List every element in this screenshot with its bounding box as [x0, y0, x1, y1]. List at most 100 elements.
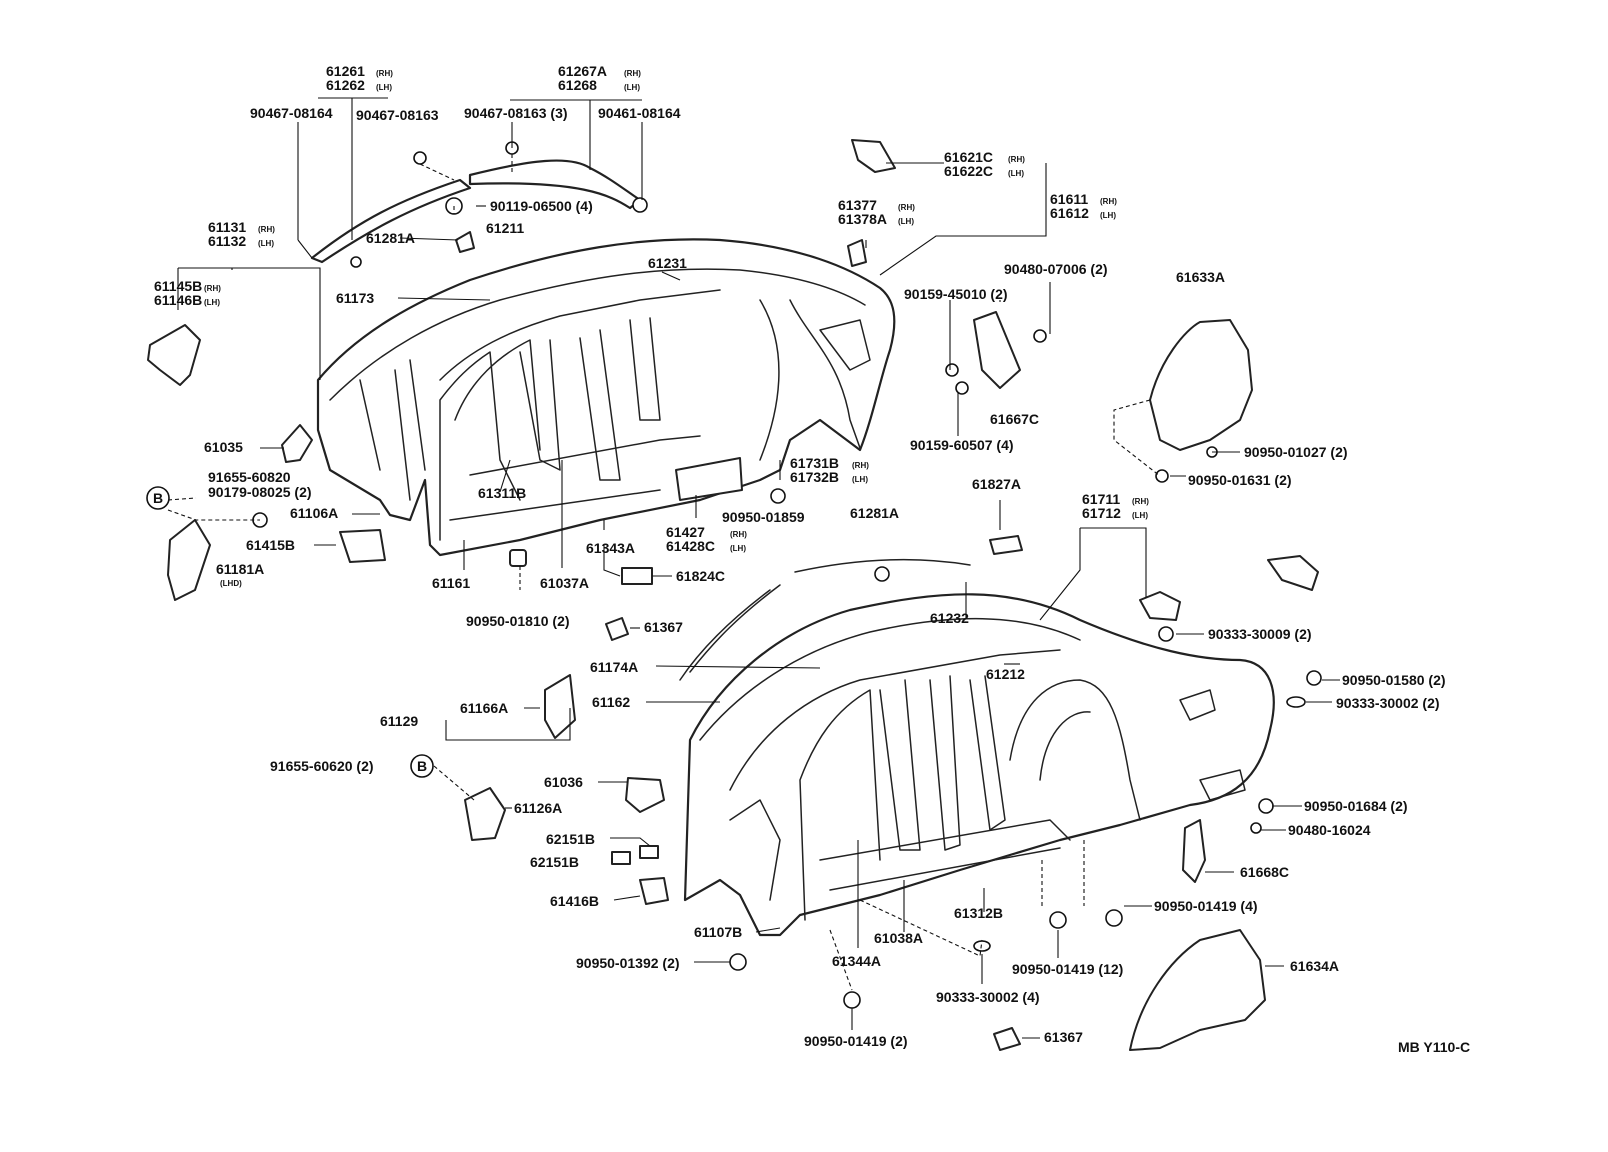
label-90333-30009: 90333-30009 (2)	[1208, 626, 1312, 642]
label-61232: 61232	[930, 610, 969, 626]
label-90467-08163: 90467-08163	[356, 107, 439, 123]
label-61261: 61261	[326, 63, 365, 79]
side-rh: (RH)	[730, 530, 747, 539]
side-rh: (RH)	[258, 225, 275, 234]
label-61367-bottom: 61367	[1044, 1029, 1083, 1045]
label-61162: 61162	[592, 694, 630, 710]
label-61267A: 61267A	[558, 63, 607, 79]
label-61145B: 61145B	[154, 278, 202, 294]
side-rh: (RH)	[1132, 497, 1149, 506]
label-61711: 61711	[1082, 491, 1120, 507]
ref-b-letter: B	[417, 758, 427, 774]
ref-circle-b-top: B	[146, 486, 170, 510]
label-61428C: 61428C	[666, 538, 715, 554]
label-90950-01580: 90950-01580 (2)	[1342, 672, 1446, 688]
label-61378A: 61378A	[838, 211, 887, 227]
label-61827A: 61827A	[972, 476, 1021, 492]
label-61146B: 61146B	[154, 292, 202, 308]
label-61343A: 61343A	[586, 540, 635, 556]
label-91655-60620: 91655-60620 (2)	[270, 758, 374, 774]
label-62151B-a: 62151B	[546, 831, 595, 847]
diagram-code: MB Y110-C	[1398, 1039, 1470, 1055]
side-lh: (LH)	[1008, 169, 1024, 178]
label-61037A: 61037A	[540, 575, 589, 591]
label-61268: 61268	[558, 77, 597, 93]
roof-rail-upper-rear	[468, 159, 642, 210]
label-61667C: 61667C	[990, 411, 1039, 427]
label-61612: 61612	[1050, 205, 1089, 221]
label-61181A: 61181A	[216, 561, 264, 577]
label-61367-top: 61367	[644, 619, 683, 635]
label-61312B: 61312B	[954, 905, 1003, 921]
label-61415B: 61415B	[246, 537, 295, 553]
label-90950-01859: 90950-01859	[722, 509, 805, 525]
label-90333-30002-bottom: 90333-30002 (4)	[936, 989, 1040, 1005]
label-61712: 61712	[1082, 505, 1121, 521]
label-61281A-mid: 61281A	[850, 505, 899, 521]
upper-side-panel	[316, 238, 896, 557]
side-lh: (LH)	[1100, 211, 1116, 220]
ref-circle-b-bottom: B	[410, 754, 434, 778]
label-61427: 61427	[666, 524, 705, 540]
side-rh: (RH)	[852, 461, 869, 470]
label-90467-08164: 90467-08164	[250, 105, 333, 121]
label-90950-01419-2: 90950-01419 (2)	[804, 1033, 908, 1049]
label-61416B: 61416B	[550, 893, 599, 909]
label-62151B-b: 62151B	[530, 854, 579, 870]
small-parts	[147, 139, 1322, 1051]
side-rh: (RH)	[204, 284, 221, 293]
label-90950-01419-12: 90950-01419 (12)	[1012, 961, 1123, 977]
side-rh: (RH)	[898, 203, 915, 212]
lower-side-panel	[683, 593, 1275, 937]
label-61262: 61262	[326, 77, 365, 93]
label-61731B: 61731B	[790, 455, 839, 471]
label-90467-08163-3: 90467-08163 (3)	[464, 105, 568, 121]
label-90119-06500: 90119-06500 (4)	[490, 198, 593, 214]
label-61211: 61211	[486, 220, 524, 236]
label-91655-60820: 91655-60820	[208, 469, 291, 485]
label-61281A-top: 61281A	[366, 230, 415, 246]
side-lh: (LH)	[730, 544, 746, 553]
side-rh: (RH)	[1008, 155, 1025, 164]
side-rh: (RH)	[1100, 197, 1117, 206]
label-90159-45010: 90159-45010 (2)	[904, 286, 1008, 302]
label-90950-01392: 90950-01392 (2)	[576, 955, 680, 971]
label-61038A: 61038A	[874, 930, 923, 946]
label-90950-01631: 90950-01631 (2)	[1188, 472, 1292, 488]
ref-b-letter: B	[153, 490, 163, 506]
label-61611: 61611	[1050, 191, 1088, 207]
side-lh: (LH)	[624, 83, 640, 92]
side-rh: (RH)	[376, 69, 393, 78]
label-61668C: 61668C	[1240, 864, 1289, 880]
label-61212: 61212	[986, 666, 1025, 682]
label-61824C: 61824C	[676, 568, 725, 584]
leader-lines	[167, 97, 1340, 1039]
label-61036: 61036	[544, 774, 583, 790]
label-61732B: 61732B	[790, 469, 839, 485]
label-61173: 61173	[336, 290, 374, 306]
label-61633A: 61633A	[1176, 269, 1225, 285]
label-90159-60507: 90159-60507 (4)	[910, 437, 1014, 453]
label-90333-30002-right: 90333-30002 (2)	[1336, 695, 1440, 711]
label-90480-07006: 90480-07006 (2)	[1004, 261, 1108, 277]
label-61131: 61131	[208, 219, 246, 235]
side-lh: (LH)	[898, 217, 914, 226]
label-61634A: 61634A	[1290, 958, 1339, 974]
label-61622C: 61622C	[944, 163, 993, 179]
side-lh: (LH)	[1132, 511, 1148, 520]
side-lh: (LH)	[852, 475, 868, 484]
label-61311B: 61311B	[478, 485, 526, 501]
label-61161: 61161	[432, 575, 470, 591]
label-61129: 61129	[380, 713, 418, 729]
label-90950-01027: 90950-01027 (2)	[1244, 444, 1348, 460]
label-lhd: (LHD)	[220, 579, 242, 588]
side-lh: (LH)	[376, 83, 392, 92]
label-90179-08025: 90179-08025 (2)	[208, 484, 312, 500]
label-61166A: 61166A	[460, 700, 508, 716]
label-90950-01419-4: 90950-01419 (4)	[1154, 898, 1258, 914]
label-61377: 61377	[838, 197, 877, 213]
label-61107B: 61107B	[694, 924, 742, 940]
roof-rail-upper	[310, 178, 472, 264]
label-61344A: 61344A	[832, 953, 881, 969]
